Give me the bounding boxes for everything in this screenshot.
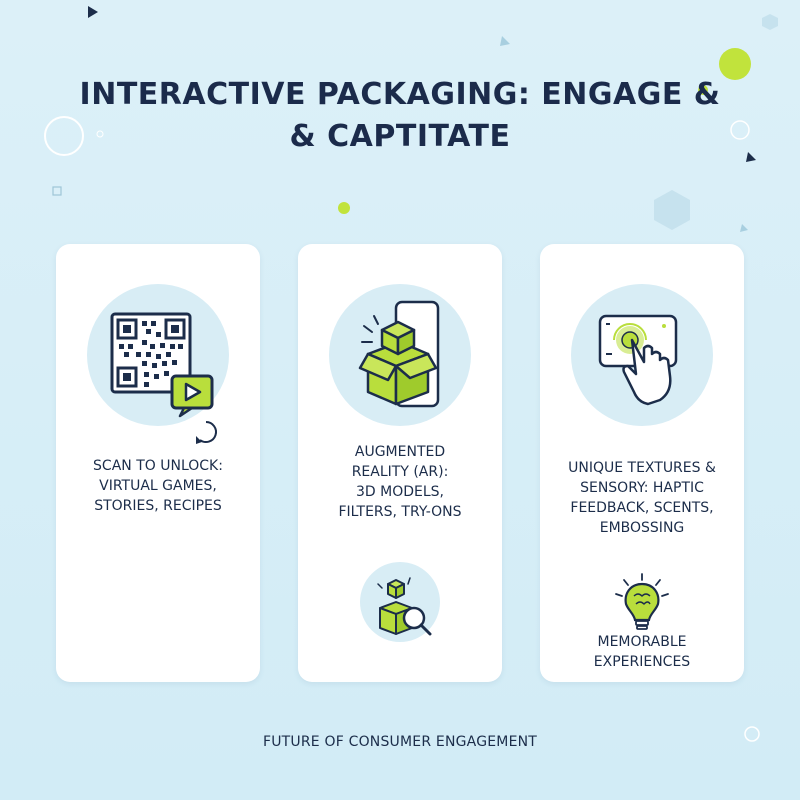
card-text: AUGMENTED REALITY (AR): 3D MODELS, FILTE…	[310, 442, 490, 522]
card-unique-textures: UNIQUE TEXTURES & SENSORY: HAPTIC FEEDBA…	[540, 244, 744, 682]
card-text-line: MEMORABLE	[597, 634, 687, 650]
box-magnifier-icon	[377, 577, 432, 636]
footer-tagline: FUTURE OF CONSUMER ENGAGEMENT	[262, 734, 538, 750]
card-text-line: EMBOSSING	[599, 520, 685, 536]
card-text: SCAN TO UNLOCK: VIRTUAL GAMES, STORIES, …	[68, 456, 248, 516]
page-title: INTERACTIVE PACKAGING: ENGAGE & & CAPTIT…	[40, 74, 760, 158]
ring-decoration	[96, 130, 104, 138]
ar-box-phone-icon	[358, 300, 440, 408]
card-scan-to-unlock: SCAN TO UNLOCK: VIRTUAL GAMES, STORIES, …	[56, 244, 260, 682]
title-line-1: INTERACTIVE PACKAGING: ENGAGE &	[79, 77, 721, 112]
card-text-line: 3D MODELS,	[356, 484, 444, 500]
ring-decoration	[744, 726, 760, 742]
square-decoration	[52, 186, 62, 196]
touch-hand-icon	[598, 314, 678, 406]
hexagon-decoration	[654, 190, 690, 230]
card-text-line: SENSORY: HAPTIC	[580, 480, 704, 496]
card-augmented-reality: AUGMENTED REALITY (AR): 3D MODELS, FILTE…	[298, 244, 502, 682]
card-secondary-text: MEMORABLE EXPERIENCES	[552, 632, 732, 672]
triangle-decoration	[500, 36, 510, 46]
circle-decoration	[719, 48, 751, 80]
triangle-decoration	[88, 6, 98, 18]
circle-decoration	[698, 85, 708, 95]
card-text-line: SCAN TO UNLOCK:	[93, 458, 223, 474]
brain-lightbulb-icon	[615, 573, 669, 630]
card-text-line: FILTERS, TRY-ONS	[338, 504, 462, 520]
circle-decoration	[338, 202, 350, 214]
card-text-line: UNIQUE TEXTURES &	[568, 460, 716, 476]
title-line-2: & CAPTITATE	[289, 119, 511, 154]
ring-decoration	[730, 120, 750, 140]
triangle-decoration	[746, 152, 756, 162]
triangle-decoration	[740, 224, 748, 232]
card-text-line: AUGMENTED	[354, 444, 446, 460]
card-text-line: REALITY (AR):	[351, 464, 449, 480]
ring-decoration	[44, 116, 84, 156]
card-text-line: EXPERIENCES	[593, 654, 691, 670]
card-text-line: FEEDBACK, SCENTS,	[570, 500, 714, 516]
hexagon-decoration	[762, 14, 778, 30]
card-text-line: VIRTUAL GAMES,	[99, 478, 217, 494]
card-text: UNIQUE TEXTURES & SENSORY: HAPTIC FEEDBA…	[552, 458, 732, 538]
card-text-line: STORIES, RECIPES	[94, 498, 222, 514]
qr-code-play-icon	[110, 312, 217, 444]
